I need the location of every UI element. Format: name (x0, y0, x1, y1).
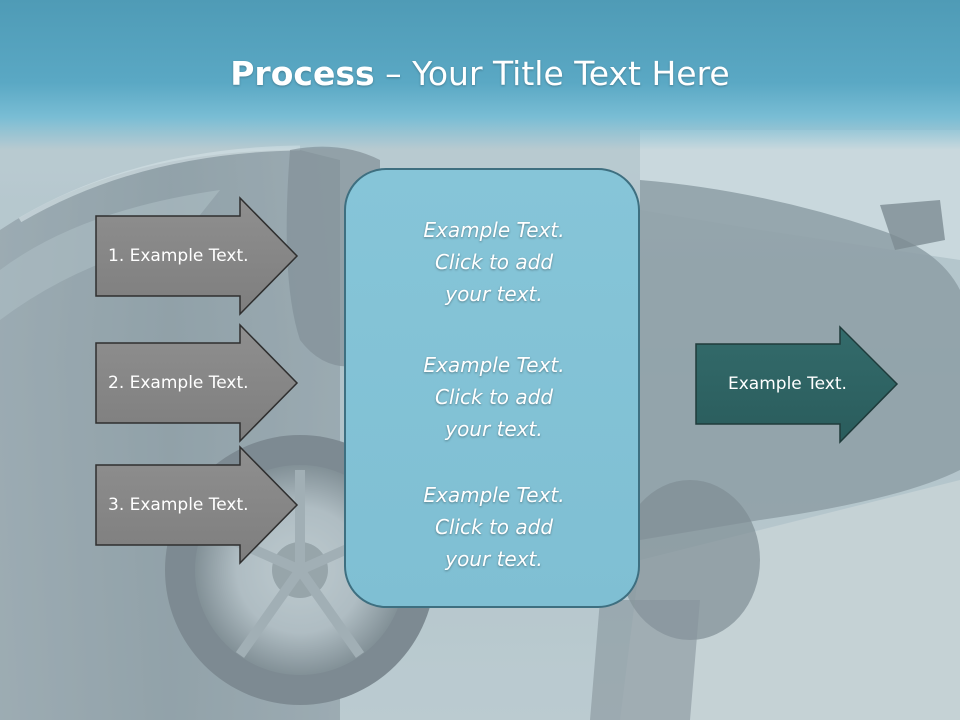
arrow-label-1: 1. Example Text. (108, 246, 249, 266)
center-block-1-line2: Click to add (434, 250, 554, 274)
center-block-1-line3: your text. (445, 282, 543, 306)
center-block-3: Example Text. Click to add your text. (346, 479, 642, 575)
center-block-3-line2: Click to add (434, 515, 554, 539)
title-rest-text: – Your Title Text Here (374, 54, 730, 93)
center-block-1: Example Text. Click to add your text. (346, 214, 642, 310)
center-block-2-line2: Click to add (434, 385, 554, 409)
arrow-shape-2[interactable] (95, 323, 299, 443)
title-band (0, 0, 960, 150)
center-block-2: Example Text. Click to add your text. (346, 349, 642, 445)
arrow-label-right: Example Text. (728, 374, 847, 394)
arrow-shape-3[interactable] (95, 445, 299, 565)
center-block-3-line3: your text. (445, 547, 543, 571)
title-bold-text: Process (230, 54, 375, 93)
center-block-2-line3: your text. (445, 417, 543, 441)
arrow-label-2: 2. Example Text. (108, 373, 249, 393)
center-block-3-line1: Example Text. (423, 483, 565, 507)
arrow-label-3: 3. Example Text. (108, 495, 249, 515)
slide-title[interactable]: Process – Your Title Text Here (0, 52, 960, 96)
arrow-shape-1[interactable] (95, 196, 299, 316)
arrow-shape-right[interactable] (695, 325, 899, 444)
center-block-1-line1: Example Text. (423, 218, 565, 242)
center-text-box[interactable]: Example Text. Click to add your text. Ex… (344, 168, 640, 608)
center-block-2-line1: Example Text. (423, 353, 565, 377)
